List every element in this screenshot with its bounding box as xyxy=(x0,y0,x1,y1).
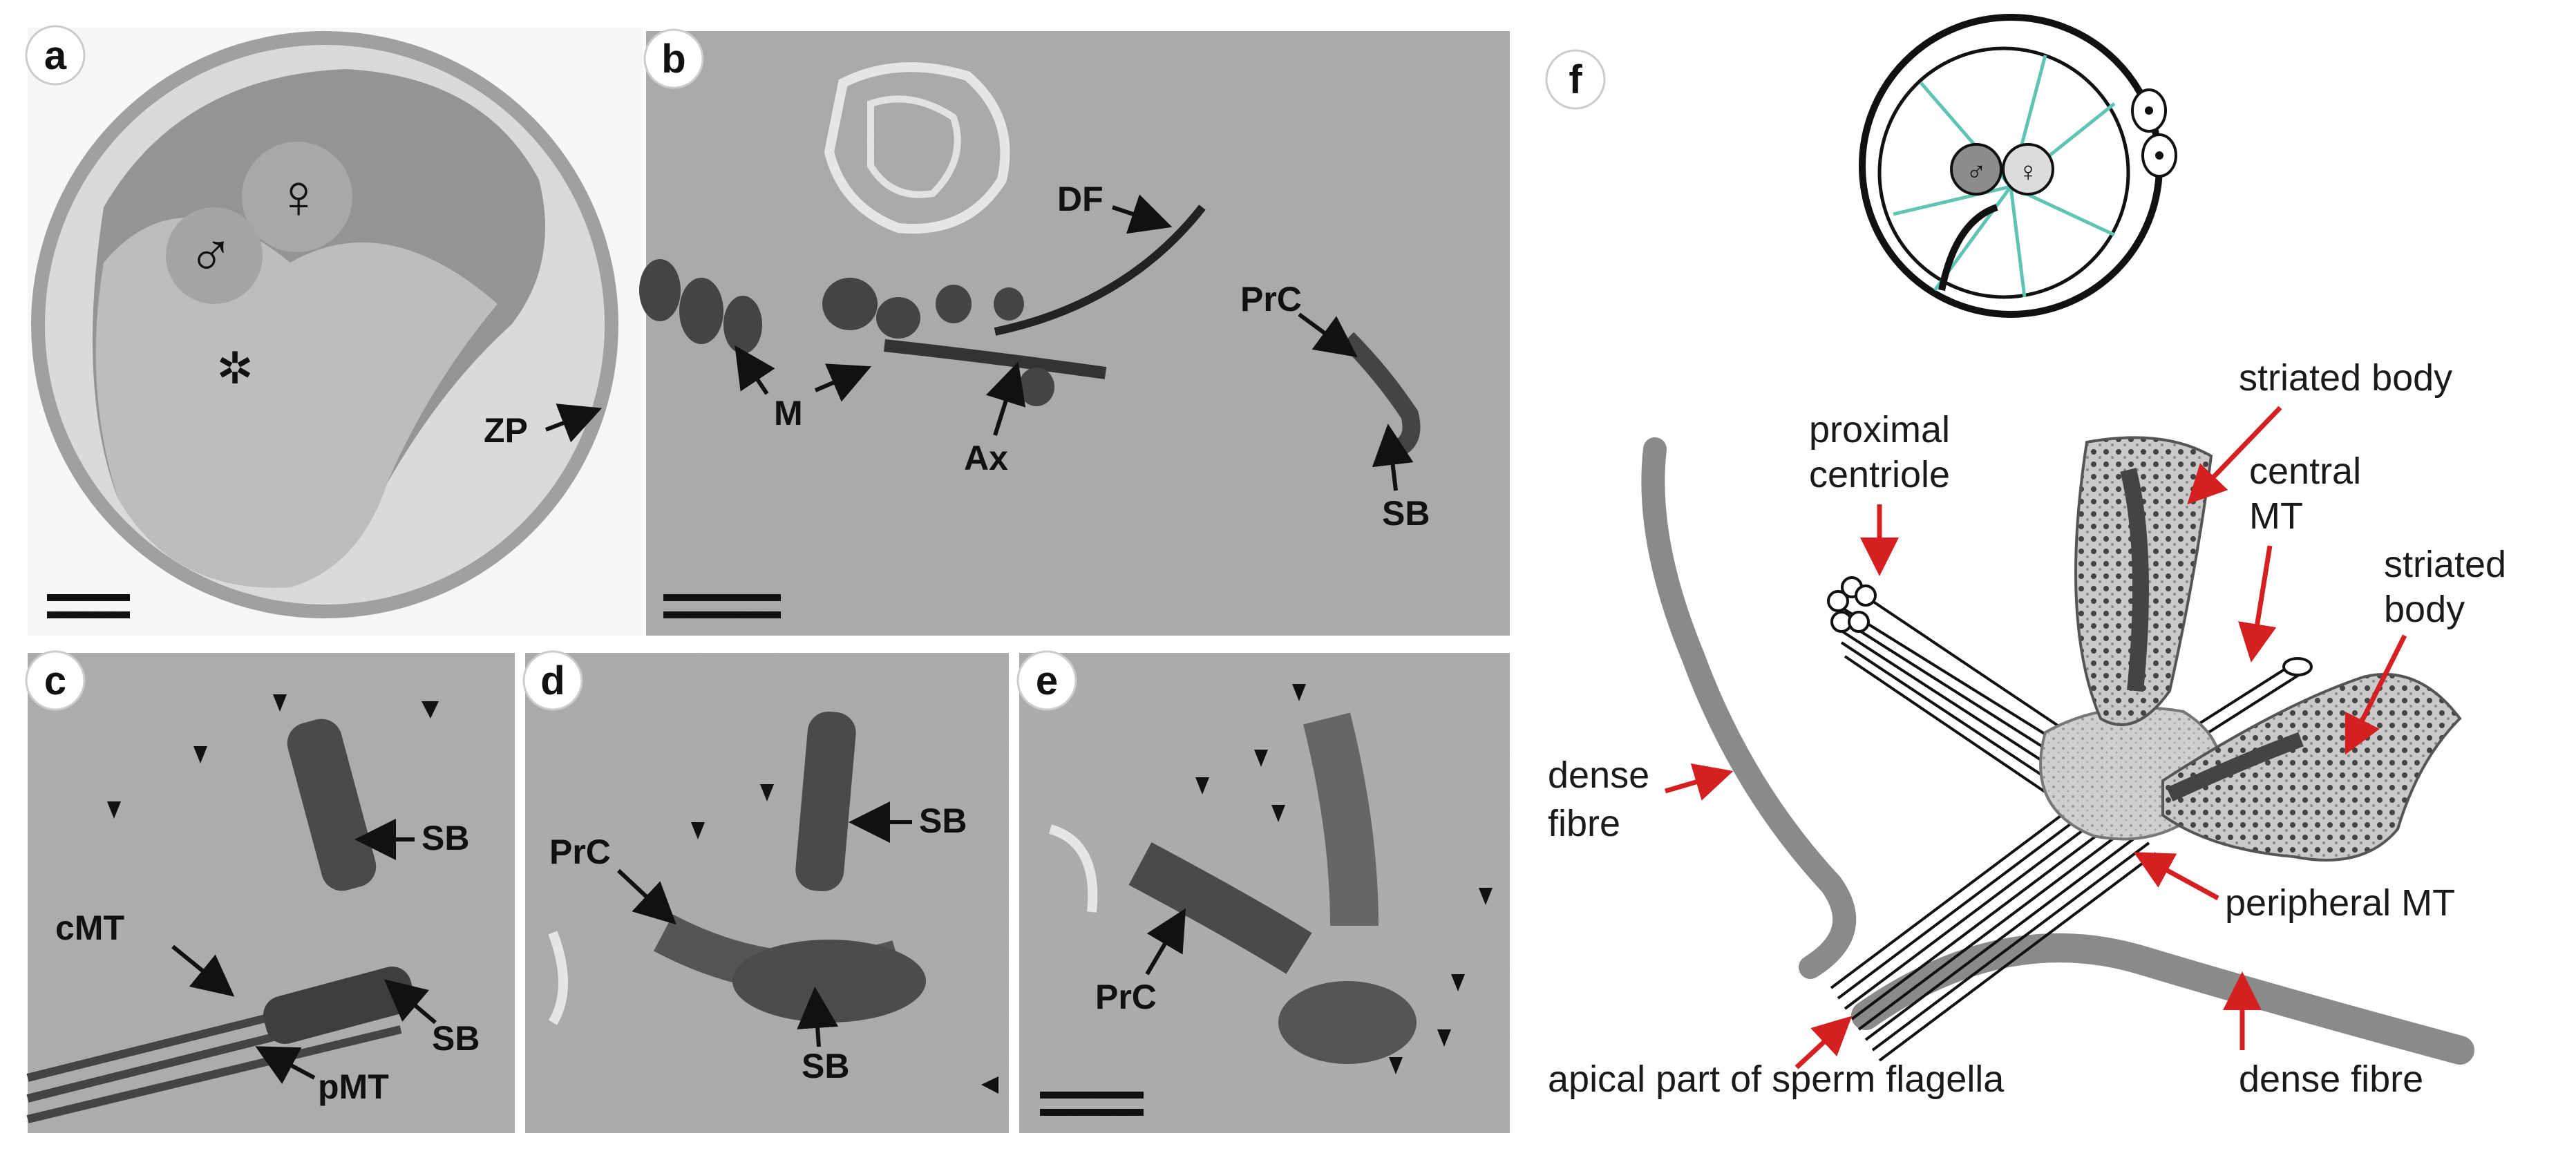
prc-label-e: PrC xyxy=(1095,978,1157,1016)
prc-arrow-e xyxy=(1145,908,1186,976)
pmt-arrow xyxy=(255,1046,316,1085)
m-arrow-left xyxy=(735,345,775,395)
panel-label-a: a xyxy=(44,33,67,78)
cmt-label: cMT xyxy=(55,909,124,947)
peripheral-microtubules xyxy=(1830,779,2157,1062)
prc-arrow-b xyxy=(1298,312,1358,358)
label-apical-part: apical part of sperm flagella xyxy=(1548,1058,2005,1100)
dense-fibre-b xyxy=(994,205,1206,336)
panel-a: a ♀ ♂ ✲ ZP xyxy=(25,25,643,636)
proximal-centriole-end xyxy=(1827,576,1877,633)
striated-body-d1 xyxy=(795,711,856,892)
arrow-striated-body-top xyxy=(2187,406,2282,505)
df-label: DF xyxy=(1057,180,1104,218)
striated-body-c2 xyxy=(263,967,415,1044)
zp-label: ZP xyxy=(484,411,528,450)
scale-bar-a xyxy=(47,594,130,601)
sb-label-b: SB xyxy=(1382,494,1430,533)
proximal-centriole-bundle xyxy=(1830,586,2095,803)
label-central-mt: MT xyxy=(2249,495,2303,537)
axoneme-b xyxy=(884,339,1107,379)
inset-female-symbol: ♀ xyxy=(2018,157,2038,187)
df-arrow xyxy=(1112,194,1173,234)
male-pronucleus xyxy=(166,207,263,304)
panel-label-f: f xyxy=(1569,57,1582,102)
panel-d: d SB PrC SB xyxy=(522,650,1009,1133)
inset-male-pronucleus xyxy=(1950,143,2002,196)
arrow-central-mt xyxy=(2238,545,2277,663)
prc-arrow-d xyxy=(616,868,676,925)
panel-b: b DF PrC M Ax SB xyxy=(639,28,1510,636)
striated-body-c1 xyxy=(287,719,377,891)
label-peripheral-mt: peripheral MT xyxy=(2225,882,2455,924)
ax-label: Ax xyxy=(964,439,1008,477)
striated-body-d2 xyxy=(732,940,926,1023)
sb-label-c2: SB xyxy=(432,1019,480,1058)
label-body: body xyxy=(2384,589,2465,630)
label-dense: dense xyxy=(1548,754,1649,796)
sb-label-d2: SB xyxy=(802,1047,849,1085)
panel-label-d: d xyxy=(540,658,565,703)
panel-c: c SB cMT SB pMT xyxy=(25,650,515,1133)
label-centriole: centriole xyxy=(1809,454,1950,495)
female-pronucleus xyxy=(242,142,352,252)
mitochondria-b xyxy=(639,259,1054,406)
arrow-dense-fibre-left xyxy=(1665,763,1734,801)
female-symbol: ♀ xyxy=(275,162,322,231)
vesicle-cluster xyxy=(824,62,1010,234)
male-symbol: ♂ xyxy=(187,221,234,290)
m-label: M xyxy=(774,394,803,432)
inset-female-pronucleus xyxy=(2002,143,2054,196)
label-dense-fibre-bottom: dense fibre xyxy=(2239,1058,2423,1100)
prc-label-d: PrC xyxy=(549,833,611,871)
panel-label-e: e xyxy=(1036,658,1058,703)
panel-label-c: c xyxy=(44,658,66,703)
scale-bar-b xyxy=(663,594,781,601)
arrow-peripheral-mt xyxy=(2133,852,2219,901)
striated-body-right xyxy=(2161,673,2462,862)
label-central: central xyxy=(2249,450,2361,492)
m-arrow-right xyxy=(814,363,872,402)
inset-oocyte-schematic: ♂ ♀ xyxy=(1859,14,2177,318)
zp-arrow xyxy=(544,403,603,443)
arrow-apical-part xyxy=(1794,1016,1853,1069)
label-fibre: fibre xyxy=(1548,803,1620,844)
cmt-arrow xyxy=(171,944,235,997)
sb-arrow-c2 xyxy=(383,979,437,1025)
label-striated-body-top: striated body xyxy=(2239,357,2452,399)
label-striated: striated xyxy=(2384,544,2506,585)
sb-arrow-b xyxy=(1372,424,1414,491)
inset-sperm-tail xyxy=(1938,204,1998,291)
sb-label-d1: SB xyxy=(919,801,967,840)
pmt-label: pMT xyxy=(318,1067,389,1106)
dense-fibre-bottom xyxy=(1851,933,2474,1065)
prc-label-b: PrC xyxy=(1240,280,1302,318)
ax-arrow xyxy=(985,361,1026,436)
panel-label-b: b xyxy=(661,37,685,82)
asterisk-symbol: ✲ xyxy=(216,343,254,393)
dense-fibre-left xyxy=(1641,437,1857,979)
sb-label-c1: SB xyxy=(422,819,469,857)
prc-e xyxy=(1128,842,1312,974)
scale-bar-e xyxy=(1040,1092,1144,1099)
sb-arrow-d2 xyxy=(797,987,839,1047)
sb-e xyxy=(1303,712,1379,926)
label-proximal: proximal xyxy=(1809,409,1950,450)
arrow-striated-body-right xyxy=(2345,634,2407,755)
inset-male-symbol: ♂ xyxy=(1966,157,1987,187)
panel-e: e PrC xyxy=(1016,650,1510,1133)
panel-f: f ♂ ♀ xyxy=(1545,14,2506,1100)
